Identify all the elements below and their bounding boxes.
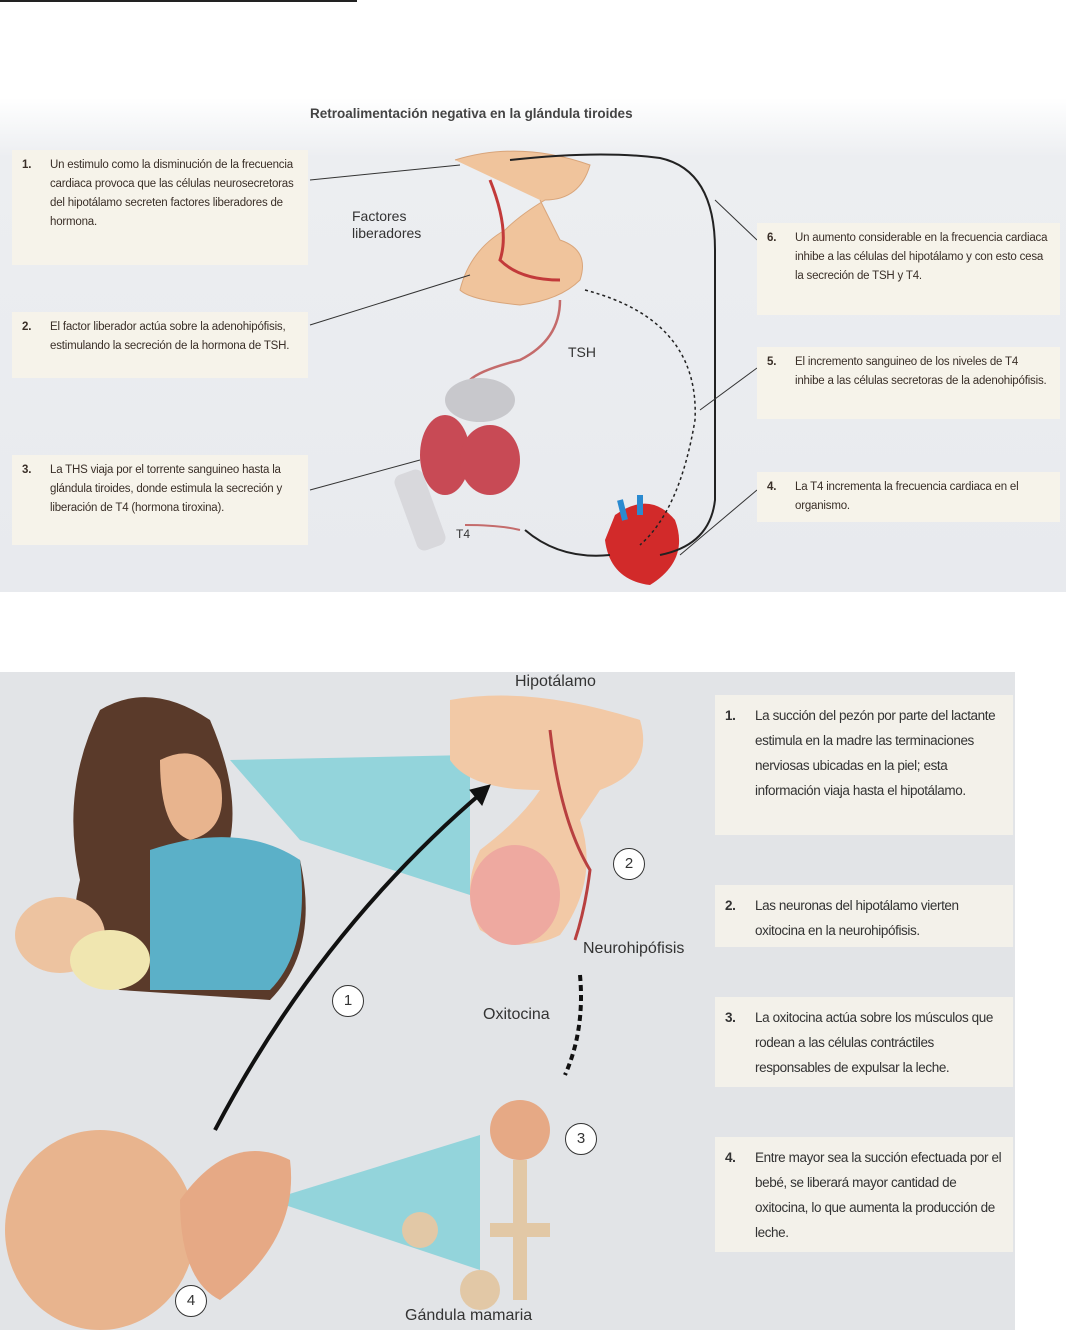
step-5-box: 5. El incremento sanguineo de los niveles…	[757, 347, 1060, 419]
step-number: 4.	[725, 1150, 736, 1165]
pituitary-illustration	[450, 695, 644, 945]
oxy-step-2-box: 2. Las neuronas del hipotálamo vierten ox…	[715, 885, 1013, 947]
hypothalamus-pituitary-illustration	[454, 150, 591, 381]
top-rule	[0, 0, 357, 2]
step-4-box: 4. La T4 incrementa la frecuencia cardiac…	[757, 472, 1060, 522]
step-text: El incremento sanguineo de los niveles d…	[795, 356, 1047, 387]
step-number: 1.	[725, 708, 736, 723]
marker-2: 2	[613, 848, 645, 880]
label-oxytocin: Oxitocina	[483, 1006, 550, 1023]
step-2-box: 2. El factor liberador actúa sobre la ade…	[12, 312, 308, 378]
marker-3: 3	[565, 1123, 597, 1155]
oxy-step-4-box: 4. Entre mayor sea la succión efectuada p…	[715, 1137, 1013, 1252]
label-tsh: TSH	[568, 344, 596, 360]
step-number: 2.	[22, 321, 32, 333]
heart-illustration	[605, 495, 680, 585]
step-number: 3.	[725, 1010, 736, 1025]
label-mammary-gland: Gándula mamaria	[405, 1307, 533, 1324]
diagram-title: Retroalimentación negativa en la glándul…	[310, 106, 633, 121]
step-number: 6.	[767, 232, 777, 244]
step-text: La T4 incrementa la frecuencia cardiaca …	[795, 481, 1019, 512]
step-text: La THS viaja por el torrente sanguineo h…	[50, 464, 283, 514]
thyroid-illustration	[394, 378, 520, 551]
signal-arrows	[213, 784, 583, 1131]
step-number: 1.	[22, 159, 32, 171]
step-1-box: 1. Un estimulo como la disminución de la …	[12, 150, 308, 265]
step-3-box: 3. La THS viaja por el torrente sanguineo…	[12, 455, 308, 545]
oxy-step-3-box: 3. La oxitocina actúa sobre los músculos …	[715, 997, 1013, 1087]
step-text: El factor liberador actúa sobre la adeno…	[50, 321, 290, 352]
callout-lines	[309, 164, 758, 556]
oxy-step-1-box: 1. La succión del pezón por parte del lac…	[715, 695, 1013, 835]
step-text: Las neuronas del hipotálamo vierten oxit…	[755, 898, 959, 938]
label-releasing-factors: Factores liberadores	[352, 208, 422, 241]
step-number: 5.	[767, 356, 777, 368]
label-hypothalamus: Hipotálamo	[515, 673, 596, 690]
step-text: Entre mayor sea la succión efectuada por…	[755, 1150, 1002, 1240]
step-number: 4.	[767, 481, 777, 493]
step-text: Un estimulo como la disminución de la fr…	[50, 159, 294, 228]
step-text: Un aumento considerable en la frecuencia…	[795, 232, 1048, 282]
step-number: 2.	[725, 898, 736, 913]
feedback-arrows	[464, 153, 716, 557]
label-neurohypophysis: Neurohipófisis	[583, 940, 685, 957]
label-t4: T4	[456, 527, 471, 541]
marker-4: 4	[175, 1285, 207, 1317]
step-6-box: 6. Un aumento considerable en la frecuenc…	[757, 223, 1060, 315]
mammary-gland-illustration	[402, 1100, 550, 1310]
step-number: 3.	[22, 464, 32, 476]
step-text: La oxitocina actúa sobre los músculos qu…	[755, 1010, 993, 1075]
step-text: La succión del pezón por parte del lacta…	[755, 708, 996, 798]
marker-1: 1	[332, 985, 364, 1017]
